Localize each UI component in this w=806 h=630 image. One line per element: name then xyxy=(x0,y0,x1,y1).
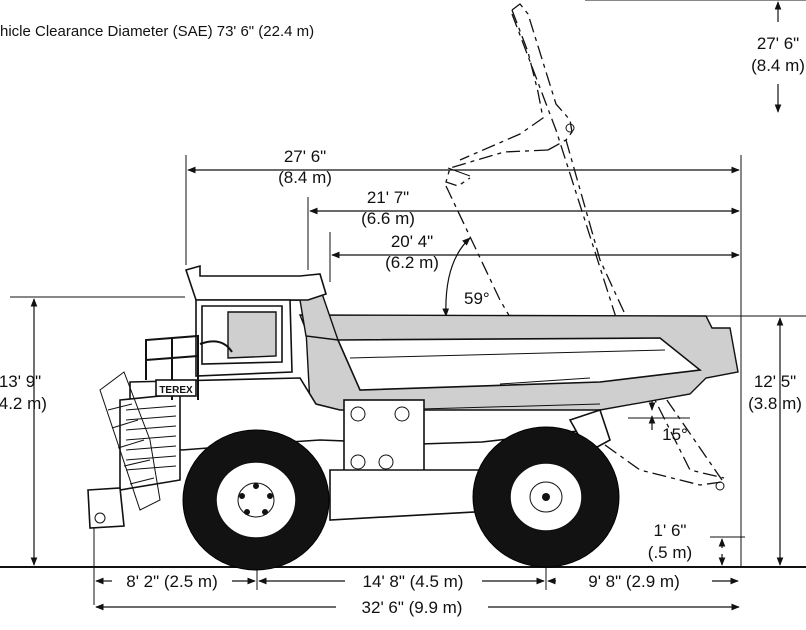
hydraulic-block xyxy=(343,399,425,477)
cab-height-imperial: 13' 9" xyxy=(0,372,41,391)
dump-angle-label: 59° xyxy=(464,289,490,308)
haul-truck: TEREX xyxy=(87,264,739,571)
length-b-imperial: 20' 4" xyxy=(391,232,433,251)
body-height-metric: (3.8 m) xyxy=(748,394,802,413)
clearance-caption: hicle Clearance Diameter (SAE) 73' 6" (2… xyxy=(0,23,314,40)
body-height-imperial: 12' 5" xyxy=(754,372,796,391)
length-a-metric: (6.6 m) xyxy=(361,209,415,228)
overall-length-label: 32' 6" (9.9 m) xyxy=(362,598,463,617)
front-overhang-label: 8' 2" (2.5 m) xyxy=(126,572,217,591)
dimension-arrows xyxy=(30,1,784,611)
brand-mark: TEREX xyxy=(159,385,193,396)
departure-angle-label: 15° xyxy=(662,425,688,444)
rear-clearance-imperial: 1' 6" xyxy=(654,521,687,540)
rear-wheel xyxy=(472,426,620,568)
hinge-top-icon xyxy=(565,123,575,133)
canopy-rail xyxy=(184,264,327,301)
top-width-imperial: 27' 6" xyxy=(284,147,326,166)
hinge-bottom-icon xyxy=(715,481,725,491)
ladder xyxy=(99,371,161,511)
rear-overhang-label: 9' 8" (2.9 m) xyxy=(588,572,679,591)
wheelbase-label: 14' 8" (4.5 m) xyxy=(363,572,464,591)
raised-height-imperial: 27' 6" xyxy=(757,34,799,53)
cab-door-glass xyxy=(227,311,277,359)
raised-height-metric: (8.4 m) xyxy=(751,56,805,75)
tow-hook-icon xyxy=(94,512,106,524)
cab-height-metric: (4.2 m) xyxy=(0,394,47,413)
length-b-metric: (6.2 m) xyxy=(385,253,439,272)
front-wheel xyxy=(182,429,330,571)
dimension-labels: 27' 6" (8.4 m) 27' 6" (8.4 m) 21' 7" (6.… xyxy=(0,34,805,617)
top-width-metric: (8.4 m) xyxy=(278,168,332,187)
rear-clearance-metric: (.5 m) xyxy=(648,543,692,562)
brand-badge xyxy=(155,379,197,397)
length-a-imperial: 21' 7" xyxy=(367,188,409,207)
front-bumper xyxy=(87,487,125,529)
